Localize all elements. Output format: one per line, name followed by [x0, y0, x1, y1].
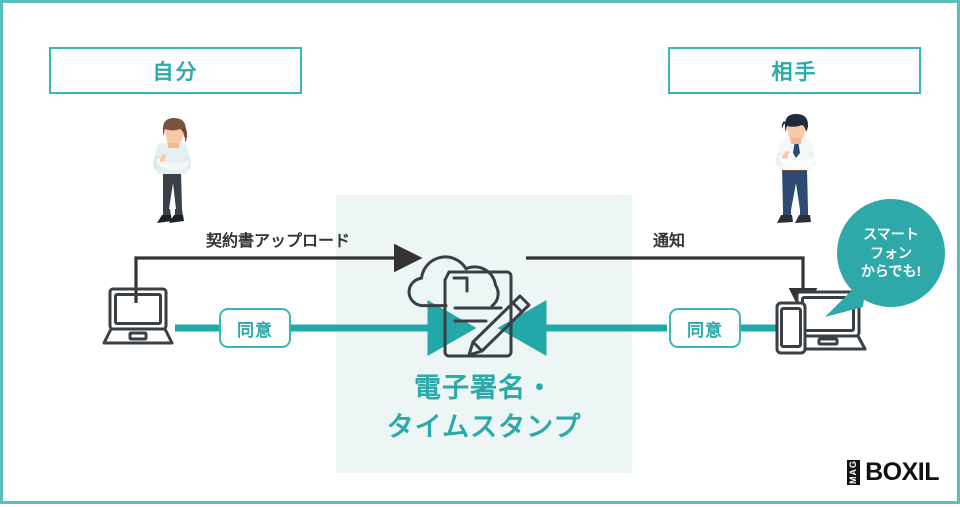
consent-label-right: 同意 — [687, 320, 723, 340]
flow-arrows-layer — [134, 243, 818, 356]
pencil-icon-ferrule — [511, 301, 524, 314]
bubble-line-2: フォン — [870, 244, 912, 261]
cloud-icon-bottom — [407, 290, 448, 308]
pencil-icon-body — [467, 294, 531, 357]
pencil-icon-tip — [471, 340, 484, 353]
person-man-head — [781, 114, 808, 144]
person-woman-shoes — [157, 215, 184, 223]
arrow-notify-path — [526, 256, 818, 317]
header-box-counterparty: 相手 — [668, 47, 921, 94]
speech-bubble-smartphone: スマート フォン からでも! — [837, 199, 945, 307]
person-man-illustration — [775, 114, 816, 223]
header-label-self: 自分 — [152, 60, 199, 84]
laptop-icon-left-trackpad — [128, 331, 148, 341]
boxil-mag-logo: MAG BOXIL — [847, 458, 939, 487]
flow-label-notify: 通知 — [653, 233, 686, 250]
document-icon-corner-mark — [452, 276, 469, 293]
header-label-counterparty: 相手 — [771, 60, 818, 84]
person-man-shoes — [777, 215, 811, 223]
center-caption-line-1: 電子署名・ — [414, 373, 554, 403]
consent-label-left: 同意 — [237, 320, 273, 340]
document-icon-body — [443, 270, 513, 358]
bubble-line-1: スマート — [863, 225, 919, 242]
center-caption-line-2: タイムスタンプ — [386, 412, 582, 443]
logo-badge-mag: MAG — [847, 460, 861, 485]
person-woman-legs — [163, 171, 183, 217]
center-caption: 電子署名・ タイムスタンプ — [336, 369, 632, 447]
bubble-line-3: からでも! — [860, 263, 922, 280]
flow-label-upload: 契約書アップロード — [206, 233, 351, 250]
center-highlight-panel — [336, 195, 632, 473]
cloud-icon-top — [407, 255, 500, 308]
person-woman-illustration — [153, 118, 191, 223]
laptop-icon-right-trackpad — [817, 337, 839, 346]
person-woman-head — [162, 118, 187, 148]
laptop-icon-left — [102, 287, 174, 345]
cloud-document-pencil-icon — [407, 255, 531, 358]
logo-wordmark-boxil: BOXIL — [865, 458, 939, 486]
consent-badge-right: 同意 — [669, 308, 741, 348]
person-woman-body — [153, 143, 191, 174]
laptop-icon-left-base — [102, 327, 174, 345]
header-box-self: 自分 — [49, 47, 302, 94]
laptop-icon-left-display — [114, 293, 162, 325]
consent-badge-left: 同意 — [219, 308, 291, 348]
smartphone-icon-display — [780, 307, 802, 348]
person-man-legs — [782, 166, 808, 218]
